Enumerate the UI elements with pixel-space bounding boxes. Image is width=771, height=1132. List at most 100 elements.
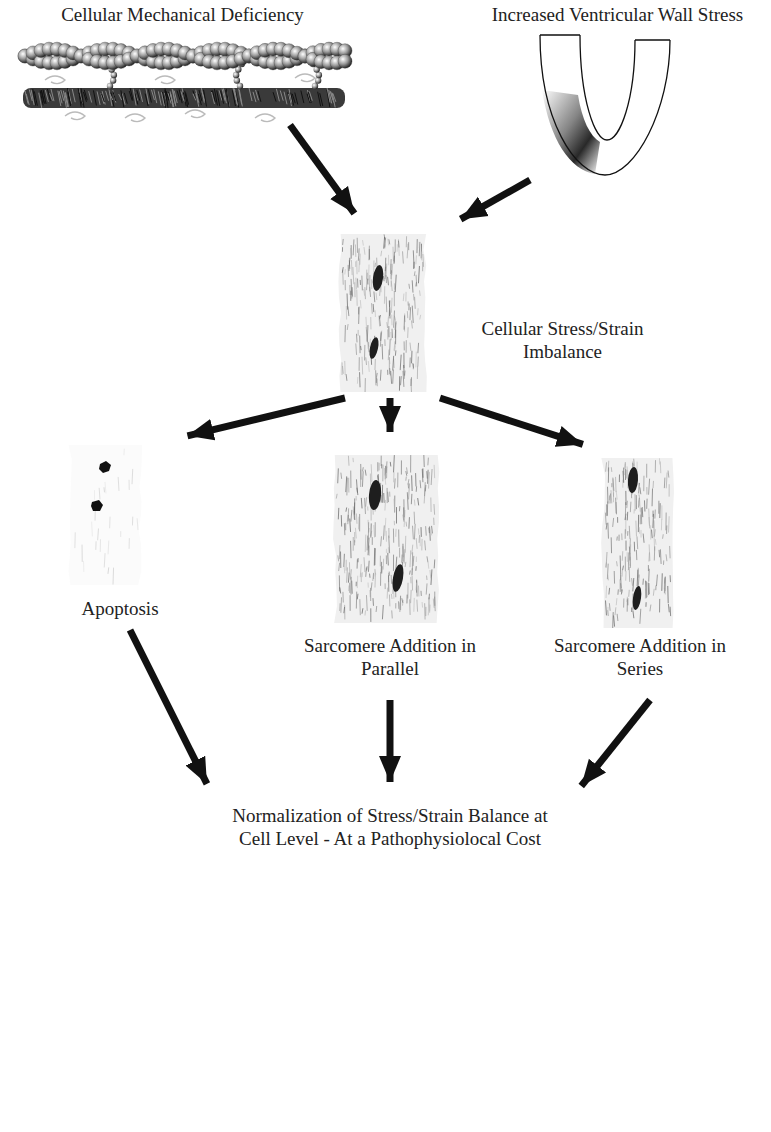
myofibril-stroke: [429, 570, 431, 578]
myofibril-stroke: [345, 523, 346, 530]
filament-texture: [301, 90, 304, 103]
myofibril-stroke: [384, 286, 385, 303]
myofibril-stroke: [391, 575, 392, 584]
myofibril-stroke: [340, 473, 342, 479]
myofibril-stroke: [648, 565, 649, 571]
myofibril-stroke: [389, 492, 390, 497]
myofibril-stroke: [383, 237, 385, 249]
myofibril-stroke: [343, 554, 345, 567]
myofibril-stroke: [404, 315, 405, 329]
myofibril-stroke: [414, 271, 416, 276]
myofibril-stroke: [669, 546, 670, 558]
myofibril-stroke: [430, 530, 432, 536]
myofibril-stroke: [670, 607, 672, 616]
myofibril-stroke: [619, 535, 620, 541]
myofibril-stroke: [625, 541, 626, 551]
myofibril-stroke: [348, 456, 350, 466]
myofibril-stroke: [397, 244, 398, 251]
myofibril-stroke: [424, 482, 426, 496]
filament-texture: [58, 91, 61, 106]
myofibril-stroke: [344, 566, 346, 573]
filament-texture: [89, 91, 92, 102]
myofibril-stroke: [380, 251, 382, 257]
myofibril-stroke: [606, 523, 608, 529]
myofibril-stroke: [655, 460, 656, 472]
myofibril-stroke: [374, 263, 376, 267]
myofibril-stroke: [387, 329, 388, 339]
myosin-head: [315, 77, 321, 83]
myofibril-stroke: [414, 512, 416, 524]
filament-texture: [79, 93, 82, 105]
figure-node: Apoptosis: [40, 440, 200, 630]
myofibril-stroke: [398, 239, 400, 256]
myofibril-stroke: [405, 476, 407, 480]
regulatory-protein: [185, 110, 205, 118]
myofibril-stroke: [359, 357, 360, 371]
myofibril-stroke: [368, 538, 370, 556]
myofibril-stroke: [376, 606, 378, 612]
myofibril-stroke: [634, 509, 635, 513]
myofibril-stroke: [340, 597, 342, 612]
filament-texture: [119, 94, 122, 100]
myofibril-stroke: [388, 547, 389, 556]
myofibril-stroke: [391, 281, 393, 291]
figure-node: Normalization of Stress/Strain Balance a…: [175, 800, 605, 895]
myofibril-stroke: [395, 603, 396, 608]
myofibril-stroke: [356, 488, 358, 495]
myofibril-stroke: [416, 600, 418, 612]
flow-arrow: [387, 398, 394, 432]
myofibril-stroke: [658, 501, 659, 514]
myofibril-stroke: [364, 498, 366, 514]
myofibril-stroke: [346, 374, 348, 381]
myofibril-stroke: [391, 594, 393, 599]
filament-texture: [273, 92, 276, 101]
myofibril-stroke: [356, 513, 358, 523]
myofibril-stroke: [386, 297, 388, 313]
myofibril-stroke: [344, 361, 345, 375]
myofibril-stroke: [666, 472, 668, 488]
myofibril-stroke: [412, 576, 413, 590]
myofibril-stroke: [427, 470, 429, 484]
myofibril-stroke: [348, 265, 349, 277]
myofibril-stroke: [383, 559, 384, 570]
myofibril-stroke: [431, 469, 433, 485]
filament-texture: [204, 90, 207, 107]
filament-texture: [97, 91, 100, 104]
myofibril-stroke: [372, 573, 374, 581]
myofibril-stroke: [634, 542, 635, 552]
myofibril-stroke: [381, 562, 382, 573]
filament-texture: [186, 93, 189, 105]
myofibril-stroke: [374, 573, 376, 588]
myofibril-stroke: [355, 343, 357, 354]
filament-texture: [307, 90, 310, 102]
myofibril-stroke: [390, 462, 392, 467]
myofibril-stroke: [404, 341, 405, 350]
myofibril-stroke: [344, 325, 345, 342]
myofibril-stroke: [652, 488, 653, 506]
myofibril-stroke: [421, 539, 422, 551]
myofibril-stroke: [346, 567, 348, 582]
myofibril-stroke: [411, 475, 413, 491]
node-label: Normalization of Stress/Strain Balance a…: [220, 805, 560, 851]
myofibril-stroke: [434, 559, 436, 568]
myofibril-stroke: [362, 240, 364, 245]
myofibril-stroke: [406, 522, 408, 527]
filament-texture: [211, 92, 214, 104]
myofibril-stroke: [410, 550, 412, 567]
myofibril-stroke: [406, 340, 407, 353]
myofibril-stroke: [342, 592, 343, 603]
myofibril-stroke: [416, 557, 417, 562]
myofibril-stroke: [629, 526, 631, 539]
myofibril-stroke: [395, 330, 396, 345]
myofibril-stroke: [364, 610, 366, 615]
myofibril-stroke: [354, 540, 355, 545]
myofibril-stroke: [356, 592, 357, 609]
myofibril-stroke: [408, 301, 409, 305]
regulatory-protein: [155, 76, 175, 84]
figure-node: Increased Ventricular Wall Stress: [470, 0, 765, 180]
myofibril-stroke: [392, 356, 394, 371]
myofibril-stroke: [419, 315, 421, 320]
flow-arrow: [188, 398, 345, 436]
myofibril-stroke: [393, 529, 394, 543]
myofibril-stroke: [408, 484, 410, 500]
